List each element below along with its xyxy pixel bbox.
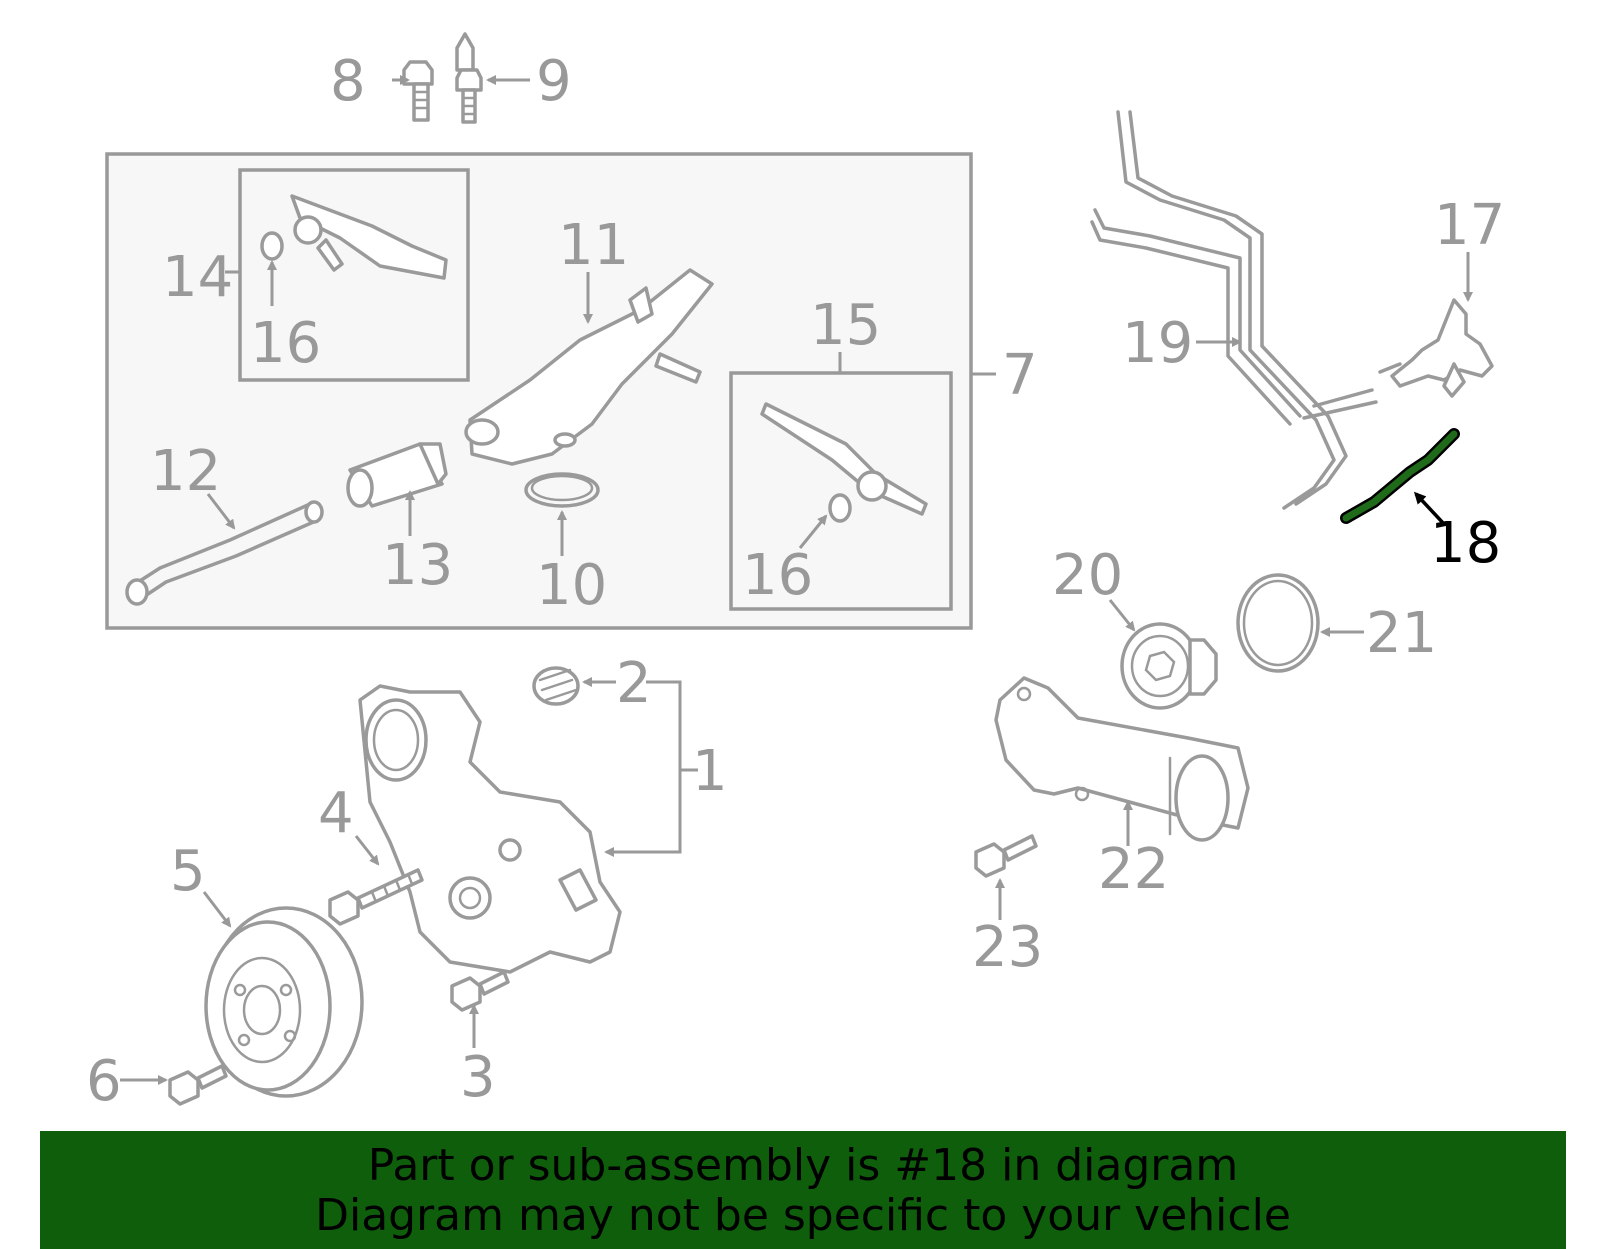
thermostat-20 bbox=[1120, 622, 1218, 710]
seal-16a bbox=[260, 231, 284, 261]
callout-9: 9 bbox=[536, 49, 572, 114]
leader-lines bbox=[120, 75, 1473, 1085]
pulley-5 bbox=[204, 906, 364, 1098]
sensor-15 bbox=[760, 402, 928, 516]
plug-2 bbox=[532, 666, 580, 706]
oring-10 bbox=[524, 472, 600, 508]
hose-12 bbox=[125, 500, 324, 606]
callout-1: 1 bbox=[692, 739, 728, 804]
callout-8: 8 bbox=[330, 49, 366, 114]
callout-2: 2 bbox=[616, 651, 652, 716]
hose-18-fill bbox=[1342, 430, 1458, 522]
callout-18: 18 bbox=[1430, 511, 1501, 576]
callout-14: 14 bbox=[162, 245, 233, 310]
bolt-4 bbox=[328, 868, 424, 926]
bolt-8 bbox=[402, 60, 434, 122]
gasket-21 bbox=[1236, 573, 1320, 673]
outlet-22 bbox=[994, 676, 1250, 842]
callout-13: 13 bbox=[382, 533, 453, 598]
callout-22: 22 bbox=[1098, 837, 1169, 902]
banner-line-2: Diagram may not be specific to your vehi… bbox=[315, 1190, 1291, 1241]
sensor-14 bbox=[290, 194, 448, 280]
callout-10: 10 bbox=[536, 553, 607, 618]
callout-7: 7 bbox=[1002, 343, 1038, 408]
callout-6: 6 bbox=[86, 1049, 122, 1114]
bracket-17 bbox=[1378, 298, 1494, 398]
callout-20: 20 bbox=[1052, 543, 1123, 608]
callout-5: 5 bbox=[170, 839, 206, 904]
callout-11: 11 bbox=[558, 213, 629, 278]
callout-21: 21 bbox=[1366, 601, 1437, 666]
gasket-21-inner bbox=[1242, 579, 1314, 667]
callout-16b: 16 bbox=[742, 543, 813, 608]
seal-16b bbox=[828, 493, 852, 523]
callout-4: 4 bbox=[318, 781, 354, 846]
callout-23: 23 bbox=[972, 915, 1043, 980]
callout-12: 12 bbox=[150, 439, 221, 504]
callout-15: 15 bbox=[810, 293, 881, 358]
thermostat-13 bbox=[346, 442, 448, 508]
banner-line-1: Part or sub-assembly is #18 in diagram bbox=[367, 1140, 1239, 1191]
bolt-23 bbox=[974, 834, 1038, 878]
tube-19 bbox=[1090, 110, 1378, 510]
callout-3: 3 bbox=[460, 1045, 496, 1110]
water-pump-1 bbox=[358, 684, 622, 974]
callout-19: 19 bbox=[1122, 311, 1193, 376]
housing-11 bbox=[464, 268, 714, 466]
callout-16a: 16 bbox=[250, 311, 321, 376]
bolt-6 bbox=[168, 1064, 228, 1106]
oring-10-inner bbox=[530, 474, 594, 502]
bolt-3 bbox=[450, 970, 510, 1012]
info-banner: Part or sub-assembly is #18 in diagram D… bbox=[40, 1131, 1566, 1249]
callout-17: 17 bbox=[1434, 193, 1505, 258]
stud-9 bbox=[455, 32, 483, 124]
